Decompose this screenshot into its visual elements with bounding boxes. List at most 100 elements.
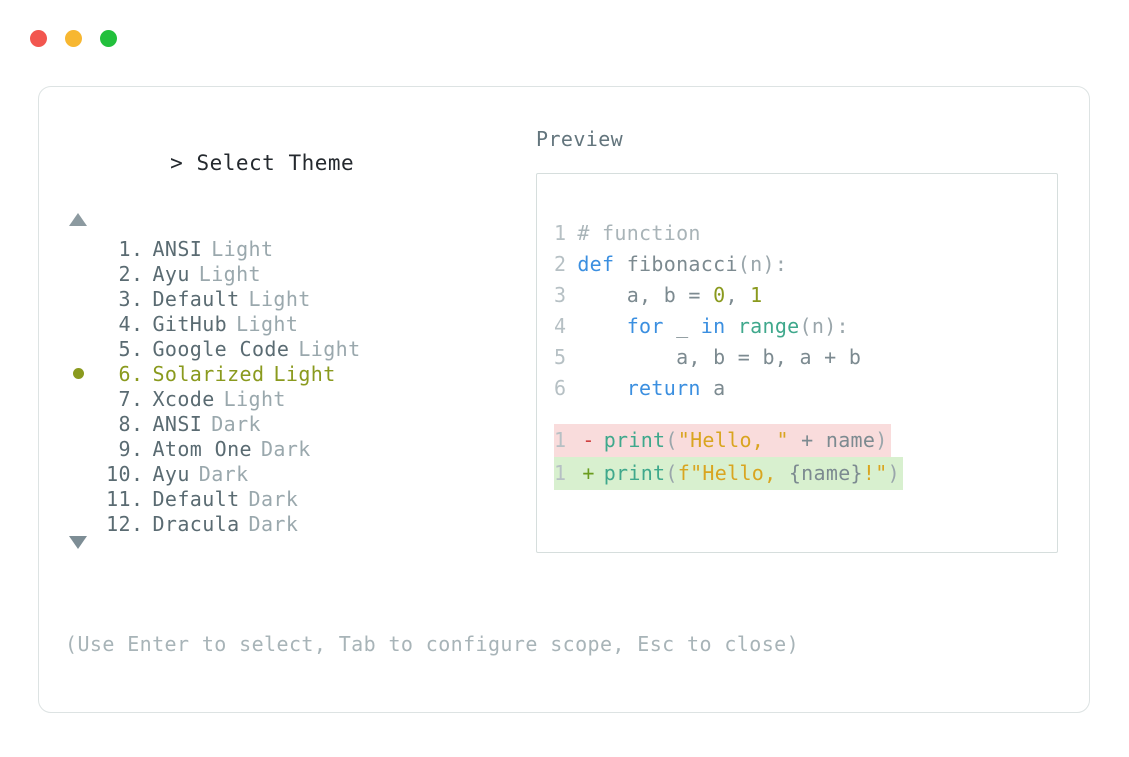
close-button[interactable] — [30, 30, 47, 47]
theme-item-index: 12 — [106, 511, 131, 536]
theme-item-variant: Light — [223, 386, 286, 411]
theme-item-index: 10 — [106, 461, 131, 486]
triangle-up-icon[interactable] — [69, 213, 87, 226]
theme-list-item[interactable]: 12. Dracula Dark — [65, 511, 525, 536]
code-line: 5 a, b = b, a + b — [554, 342, 861, 373]
code-token — [577, 376, 626, 400]
code-token: a, b = — [577, 283, 714, 307]
theme-item-variant: Light — [248, 286, 311, 311]
theme-list-item[interactable]: 9. Atom One Dark — [65, 436, 525, 461]
theme-item-separator: . — [131, 486, 144, 511]
code-token: (n): — [799, 314, 849, 338]
code-line: 1# function — [554, 218, 861, 249]
code-token: return — [626, 376, 701, 400]
theme-item-separator: . — [131, 361, 144, 386]
theme-item-variant: Light — [198, 261, 261, 286]
code-token — [577, 314, 626, 338]
theme-item-separator: . — [131, 436, 144, 461]
theme-item-index: 2 — [118, 261, 131, 286]
theme-list-item[interactable]: 2. Ayu Light — [65, 261, 525, 286]
diff-line-number: 1 — [554, 428, 567, 452]
diff-token: name — [825, 428, 876, 452]
theme-item-separator: . — [131, 411, 144, 436]
theme-item-index: 9 — [118, 436, 131, 461]
theme-item-separator: . — [131, 461, 144, 486]
page-title-text: Select Theme — [196, 151, 355, 175]
code-token: in — [700, 314, 726, 338]
diff-token: + — [788, 428, 826, 452]
window-controls — [30, 30, 117, 47]
theme-item-separator: . — [131, 311, 144, 336]
theme-item-variant: Dark — [248, 486, 299, 511]
theme-item-name: Ayu — [152, 461, 190, 486]
theme-item-index: 4 — [118, 311, 131, 336]
theme-item-variant: Dark — [260, 436, 311, 461]
theme-item-name: Default — [152, 286, 240, 311]
diff-token: print — [603, 461, 666, 485]
theme-item-name: Ayu — [152, 261, 190, 286]
code-token: 0 — [713, 283, 726, 307]
code-token: 1 — [750, 283, 763, 307]
theme-item-separator: . — [131, 386, 144, 411]
theme-item-separator: . — [131, 236, 144, 261]
theme-item-index: 6 — [118, 361, 131, 386]
theme-item-name: GitHub — [152, 311, 228, 336]
theme-item-index: 1 — [118, 236, 131, 261]
diff-marker: + — [582, 461, 595, 485]
code-token: , — [725, 283, 751, 307]
code-token: fibonacci — [626, 252, 738, 276]
diff-token: f"Hello, — [677, 461, 789, 485]
minimize-button[interactable] — [65, 30, 82, 47]
code-token: a — [700, 376, 726, 400]
code-token: (n): — [737, 252, 788, 276]
preview-label: Preview — [536, 127, 624, 151]
diff-sample: 1-print("Hello, " + name)1+print(f"Hello… — [554, 424, 903, 490]
prompt-caret-icon: > — [170, 151, 184, 175]
theme-item-name: Xcode — [152, 386, 215, 411]
diff-token: ) — [887, 461, 900, 485]
code-line-number: 5 — [554, 345, 567, 369]
diff-line-wrapper: 1-print("Hello, " + name) — [554, 424, 903, 457]
code-line: 6 return a — [554, 373, 861, 404]
code-line: 4 for _ in range(n): — [554, 311, 861, 342]
diff-line-added: 1+print(f"Hello, {name}!") — [554, 457, 903, 490]
triangle-down-icon[interactable] — [69, 536, 87, 549]
code-token: range — [737, 314, 800, 338]
theme-item-index: 8 — [118, 411, 131, 436]
maximize-button[interactable] — [100, 30, 117, 47]
theme-item-separator: . — [131, 511, 144, 536]
theme-item-name: Dracula — [152, 511, 240, 536]
diff-marker: - — [582, 428, 595, 452]
code-token: a, b = b, a + b — [577, 345, 862, 369]
code-line-number: 3 — [554, 283, 567, 307]
selected-bullet-icon — [72, 368, 84, 379]
theme-item-name: Google Code — [152, 336, 290, 361]
diff-line-removed: 1-print("Hello, " + name) — [554, 424, 891, 457]
theme-item-separator: . — [131, 261, 144, 286]
theme-item-name: Solarized — [152, 361, 265, 386]
theme-item-index: 5 — [118, 336, 131, 361]
theme-item-name: ANSI — [152, 236, 203, 261]
code-token: _ — [663, 314, 701, 338]
code-token — [725, 314, 737, 338]
theme-item-variant: Dark — [248, 511, 299, 536]
theme-item-name: Atom One — [152, 436, 252, 461]
theme-item-index: 11 — [106, 486, 131, 511]
theme-item-variant: Dark — [211, 411, 261, 436]
selected-bullet-slot — [65, 368, 91, 379]
code-token: for — [626, 314, 664, 338]
